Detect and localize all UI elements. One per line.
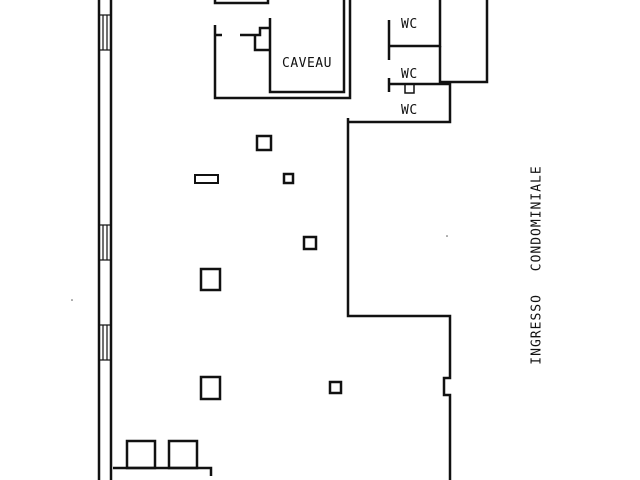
room-label-caveau: CAVEAU (282, 56, 332, 71)
window (99, 324, 111, 361)
room-label-wc: WC (401, 17, 418, 32)
column (255, 134, 273, 152)
room-label-wc: WC (401, 103, 418, 118)
window (99, 224, 111, 261)
caveau-walls (213, 0, 352, 100)
room-label-wc: WC (401, 67, 418, 82)
column (328, 380, 343, 395)
column (302, 235, 318, 251)
column (199, 267, 222, 292)
entrance-label: INGRESSO CONDOMINIALE (529, 165, 545, 365)
fixture (125, 439, 157, 470)
fixture (167, 439, 199, 470)
column (199, 375, 222, 401)
radiator (194, 174, 219, 184)
window (99, 14, 111, 51)
hall-walls (346, 118, 452, 480)
counter (113, 466, 213, 476)
wc-walls (348, 0, 489, 124)
exterior-wall-left (97, 0, 113, 480)
column (282, 172, 295, 185)
